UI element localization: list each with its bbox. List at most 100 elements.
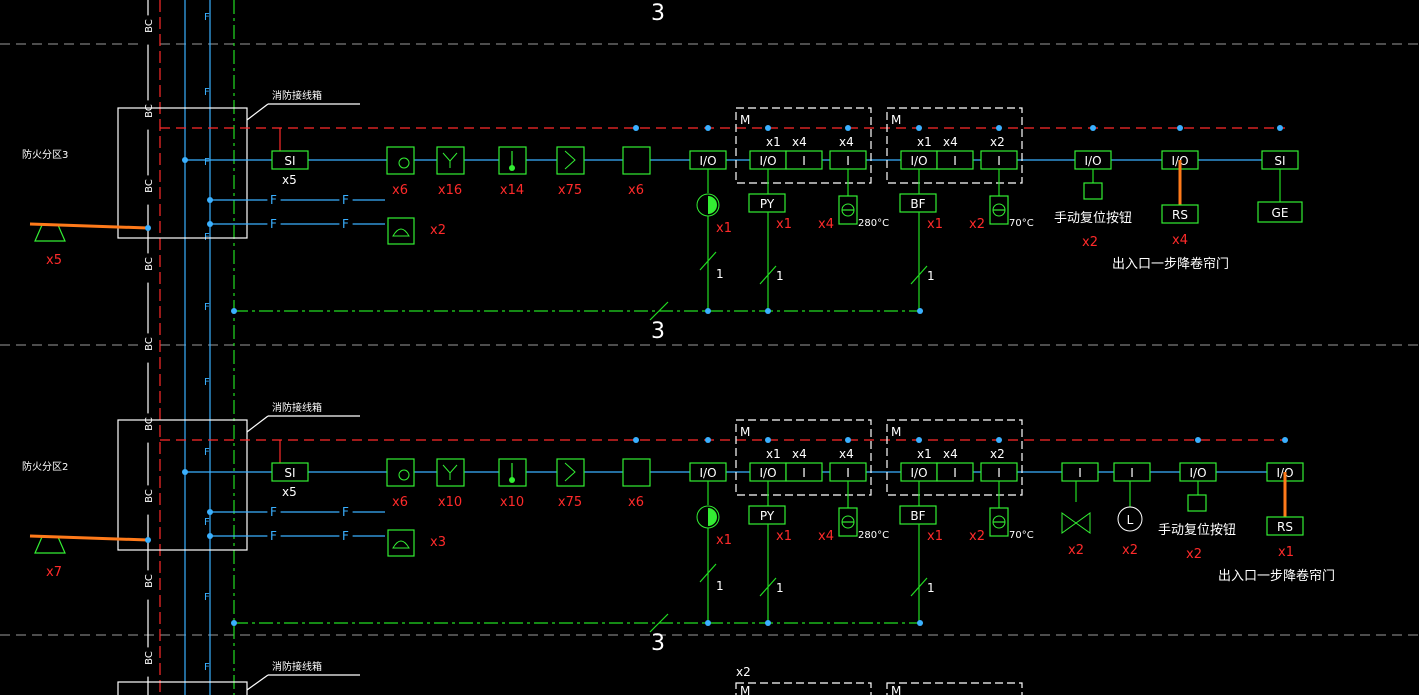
smoke-detector-icon — [386, 458, 415, 487]
junction-dot — [1090, 125, 1096, 131]
m-i-label-2: I — [997, 154, 1001, 168]
bc-label-bg-7 — [141, 570, 155, 600]
reset-button-label: 手动复位按钮 — [1054, 211, 1132, 226]
device-count-4: x6 — [628, 183, 644, 198]
zone-label: 防火分区2 — [22, 460, 68, 473]
m-x-right: x4 — [839, 135, 854, 149]
junction-dot — [182, 469, 188, 475]
bottom-bus-dot-1 — [705, 308, 711, 314]
m-i-box — [785, 150, 823, 170]
junction-dot — [207, 221, 213, 227]
junction-dot — [916, 125, 922, 131]
device-count-1: x10 — [438, 495, 462, 510]
phone-icon — [387, 217, 415, 245]
manual-call-point-icon — [622, 458, 651, 487]
m-io-label: I/O — [910, 466, 927, 480]
bc-label-4: BC — [144, 337, 155, 351]
fan-half-icon — [708, 508, 717, 526]
phone-handset-icon — [392, 228, 410, 237]
m-x-mid: x4 — [792, 135, 807, 149]
io-feed-count: 1 — [716, 579, 724, 593]
m-feed-count: 1 — [927, 269, 935, 283]
m-x-left: x1 — [766, 135, 781, 149]
m-i-label-2: I — [997, 466, 1001, 480]
bottom-bus-dot-0 — [231, 620, 237, 626]
phone-count: x3 — [430, 535, 446, 550]
m-label: M — [891, 113, 901, 127]
bc-label-2: BC — [144, 179, 155, 193]
ge-box — [1257, 201, 1303, 223]
bc-label-bg-4 — [141, 333, 155, 363]
junction-dot — [996, 437, 1002, 443]
bus-marker: 3 — [651, 631, 665, 656]
fan-half-icon — [708, 196, 717, 214]
bottom-bus-dot-2 — [765, 620, 771, 626]
orange-link-line — [29, 222, 149, 230]
io-feed-tick — [699, 563, 717, 583]
m-module-frame — [735, 107, 872, 184]
si-count: x5 — [282, 485, 297, 499]
phone-handset-icon — [392, 540, 410, 549]
reset-button-icon — [1187, 494, 1207, 512]
junction-box-leader — [246, 103, 269, 121]
m-x-left: x1 — [917, 447, 932, 461]
junction-dot — [916, 437, 922, 443]
junction-box-label-partial: 消防接线箱 — [272, 660, 322, 673]
junction-box-partial — [117, 681, 248, 695]
bottom-bus-dot-1 — [705, 620, 711, 626]
device-count-0: x6 — [392, 495, 408, 510]
bc-label-6: BC — [144, 489, 155, 503]
f-label-bg — [267, 503, 281, 519]
m-valve-count: x2 — [969, 217, 985, 232]
device-count-3: x75 — [558, 495, 582, 510]
detector-circle — [398, 469, 410, 481]
device-count-0: x6 — [392, 183, 408, 198]
tail-io-label: I/O — [1084, 154, 1101, 168]
riser-f-label-4: F — [204, 302, 210, 313]
m-label: M — [891, 425, 901, 439]
riser-f-label-1: F — [204, 87, 210, 98]
tail-i-label-0: I — [1078, 466, 1082, 480]
bottom-bus-tick — [649, 613, 669, 633]
m-out-label: BF — [910, 197, 925, 211]
m-label: M — [740, 113, 750, 127]
m-i-label: I — [802, 154, 806, 168]
zone-label: 防火分区3 — [22, 148, 68, 161]
junction-dot — [1177, 125, 1183, 131]
junction-dot — [845, 437, 851, 443]
detector-glyph — [442, 152, 458, 168]
level-count: x2 — [1122, 543, 1138, 558]
detector-glyph — [564, 462, 576, 482]
m-i-label-2: I — [846, 466, 850, 480]
reset-button-icon — [1083, 182, 1103, 200]
bc-label-8: BC — [144, 651, 155, 665]
riser-f-label-2: F — [204, 157, 210, 168]
detector-glyph — [442, 464, 458, 480]
m-io-label: I/O — [910, 154, 927, 168]
zone-divider-lines: 3 — [0, 1, 1419, 636]
phone-count: x2 — [430, 223, 446, 238]
junction-dot — [705, 437, 711, 443]
m-valve-count: x2 — [969, 529, 985, 544]
bottom-bus-dot-3 — [917, 620, 923, 626]
riser-f-label-0: F — [204, 12, 210, 23]
orange-link-line — [29, 534, 149, 542]
f-label-bot-0: F — [270, 217, 277, 231]
bc-label-3: BC — [144, 257, 155, 271]
m-x-right: x2 — [990, 447, 1005, 461]
device-count-3: x75 — [558, 183, 582, 198]
bc-label-bg-6 — [141, 485, 155, 515]
roller-shutter-note: 出入口一步降卷帘门 — [1218, 568, 1335, 584]
m-x-mid: x4 — [943, 135, 958, 149]
riser-f-label-9: F — [204, 662, 210, 673]
junction-box-leader-partial — [246, 674, 269, 691]
rs-count: x1 — [1278, 545, 1294, 560]
detector-circle — [398, 157, 410, 169]
io-feed-count: 1 — [716, 267, 724, 281]
m-feed-tick — [759, 577, 777, 597]
m-out-label: PY — [760, 197, 775, 211]
top-marker: 3 — [651, 1, 665, 26]
m-feed-count: 1 — [927, 581, 935, 595]
